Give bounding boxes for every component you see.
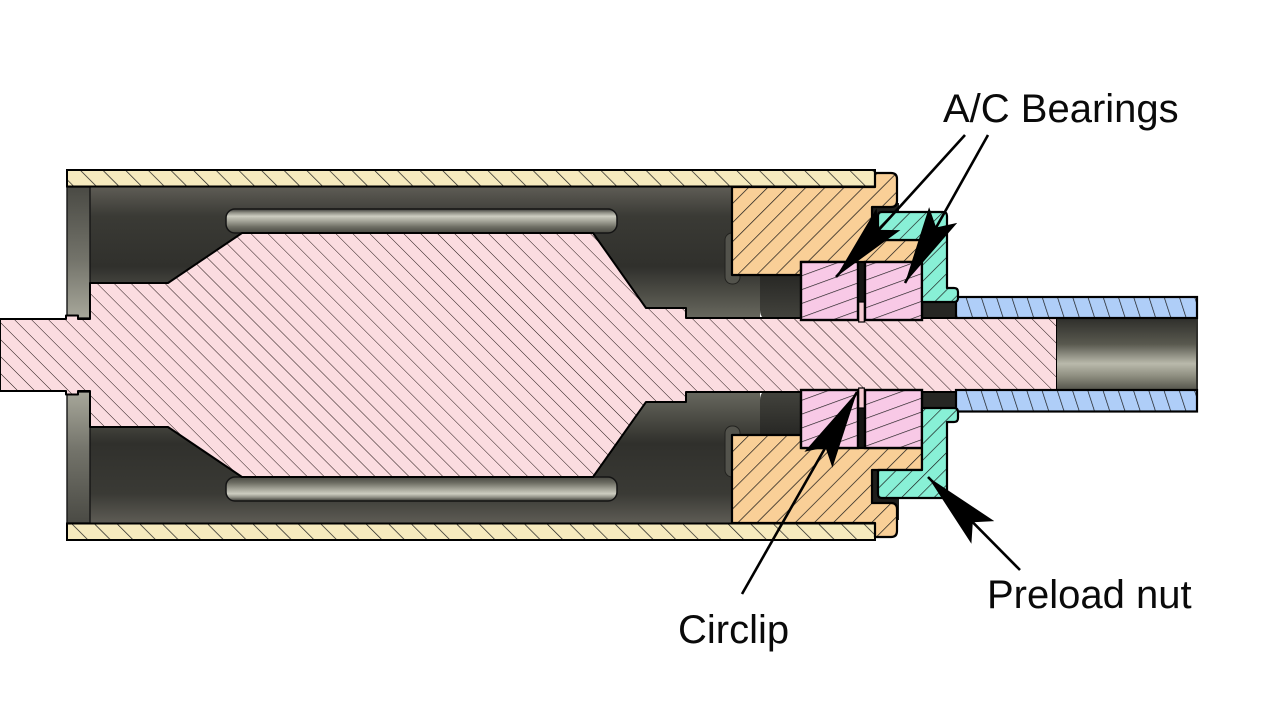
- label-circlip: Circlip: [678, 608, 789, 652]
- housing-tube-section-bottom: [66, 522, 876, 541]
- leader-preload-nut: [927, 476, 1021, 571]
- bearing-pocket-shadow-top: [760, 262, 801, 320]
- shaft-bore-surface: [1057, 319, 1197, 391]
- bearing-right-top: [863, 260, 924, 322]
- housing-tube-section-top: [66, 169, 876, 188]
- leader-bearing-left: [835, 134, 966, 278]
- circlip-bottom: [858, 387, 865, 409]
- leader-circlip: [740, 391, 859, 595]
- label-ac-bearings: A/C Bearings: [943, 87, 1179, 131]
- circlip-top: [858, 301, 865, 323]
- leader-bearing-right: [903, 134, 990, 284]
- stator-rod-bottom: [225, 476, 618, 502]
- motor-can-left-wall-top: [66, 186, 91, 319]
- label-preload-nut: Preload nut: [987, 573, 1192, 617]
- preload-nut-section-bottom: [876, 406, 960, 500]
- motor-can-left-wall-bottom: [66, 391, 91, 524]
- leader-lines: [740, 134, 1021, 595]
- stator-rod-top: [225, 208, 618, 234]
- bearing-right-bottom: [863, 388, 924, 450]
- spindle-tube-section-bottom: [954, 388, 1199, 413]
- spindle-tube-section-top: [954, 295, 1199, 320]
- bearing-left-top: [799, 260, 860, 322]
- bearing-pocket-shadow-bottom: [760, 390, 801, 448]
